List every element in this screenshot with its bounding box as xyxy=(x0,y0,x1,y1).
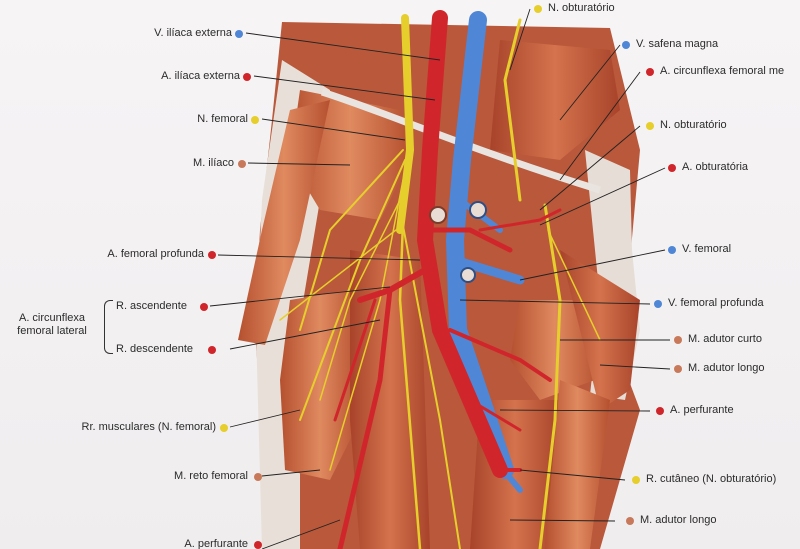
muscle-adutor-longo xyxy=(560,250,640,410)
muscle-marker xyxy=(674,365,682,373)
label-r-cutaneo: R. cutâneo (N. obturatório) xyxy=(646,473,777,485)
nerve-marker xyxy=(632,476,640,484)
muscle-marker xyxy=(238,160,246,168)
leader-lines xyxy=(209,8,671,549)
muscle-adutor-curto xyxy=(510,300,600,400)
nerve-marker xyxy=(251,116,259,124)
label-n-obturatorio: N. obturatório xyxy=(660,119,727,131)
vessel-cross-sections xyxy=(429,201,487,283)
nerve-marker xyxy=(220,424,228,432)
label-v-femoral-profunda: V. femoral profunda xyxy=(668,297,764,309)
artery-marker xyxy=(200,303,208,311)
artery-marker xyxy=(254,541,262,549)
nerve-marker xyxy=(534,5,542,13)
muscle-marker xyxy=(674,336,682,344)
label-r-descendente: R. descendente xyxy=(116,343,194,355)
label-a-circunflexa-line1: A. circunflexa xyxy=(18,312,86,324)
artery-marker xyxy=(208,346,216,354)
vein-marker xyxy=(622,41,630,49)
nerve-obturatorio xyxy=(503,18,601,549)
label-v-safena-magna: V. safena magna xyxy=(636,38,719,50)
artery-femoral xyxy=(333,10,562,549)
vein-marker xyxy=(235,30,243,38)
label-n-obturatorio-top: N. obturatório xyxy=(548,2,615,14)
label-m-adutor-longo: M. adutor longo xyxy=(688,362,765,374)
label-m-adutor-longo-lower: M. adutor longo xyxy=(640,514,717,526)
label-a-perfurante-left: A. perfurante xyxy=(184,538,248,549)
muscle-reto-femoral xyxy=(280,290,360,480)
label-r-ascendente: R. ascendente xyxy=(116,300,187,312)
artery-marker xyxy=(243,73,251,81)
muscle-upper-right xyxy=(490,40,620,160)
muscle-marker xyxy=(254,473,262,481)
nerve-femoral xyxy=(279,14,461,549)
muscle-marker xyxy=(626,517,634,525)
label-n-femoral: N. femoral xyxy=(197,113,248,125)
label-a-perfurante: A. perfurante xyxy=(670,404,734,416)
nerve-marker xyxy=(646,122,654,130)
vein-marker xyxy=(654,300,662,308)
group-brace xyxy=(104,300,113,354)
artery-marker xyxy=(656,407,664,415)
label-m-iliaco: M. ilíaco xyxy=(193,157,234,169)
muscle-vasto xyxy=(350,250,430,549)
artery-marker xyxy=(646,68,654,76)
label-m-adutor-curto: M. adutor curto xyxy=(688,333,762,345)
label-a-obturatoria: A. obturatória xyxy=(682,161,749,173)
label-m-reto-femoral: M. reto femoral xyxy=(174,470,248,482)
label-v-iliaca-externa: V. ilíaca externa xyxy=(154,27,232,39)
label-a-femoral-profunda: A. femoral profunda xyxy=(107,248,204,260)
artery-marker xyxy=(208,251,216,259)
label-v-femoral: V. femoral xyxy=(682,243,732,255)
muscle-sartorio xyxy=(238,100,330,345)
label-a-circunflexa-femoral-medial: A. circunflexa femoral me xyxy=(660,65,785,77)
label-a-circunflexa-line2: femoral lateral xyxy=(17,325,87,337)
label-rr-musculares: Rr. musculares (N. femoral) xyxy=(81,421,216,433)
artery-marker xyxy=(668,164,676,172)
vein-marker xyxy=(668,246,676,254)
label-a-iliaca-externa: A. ilíaca externa xyxy=(161,70,240,82)
muscle-grácil xyxy=(545,380,610,549)
